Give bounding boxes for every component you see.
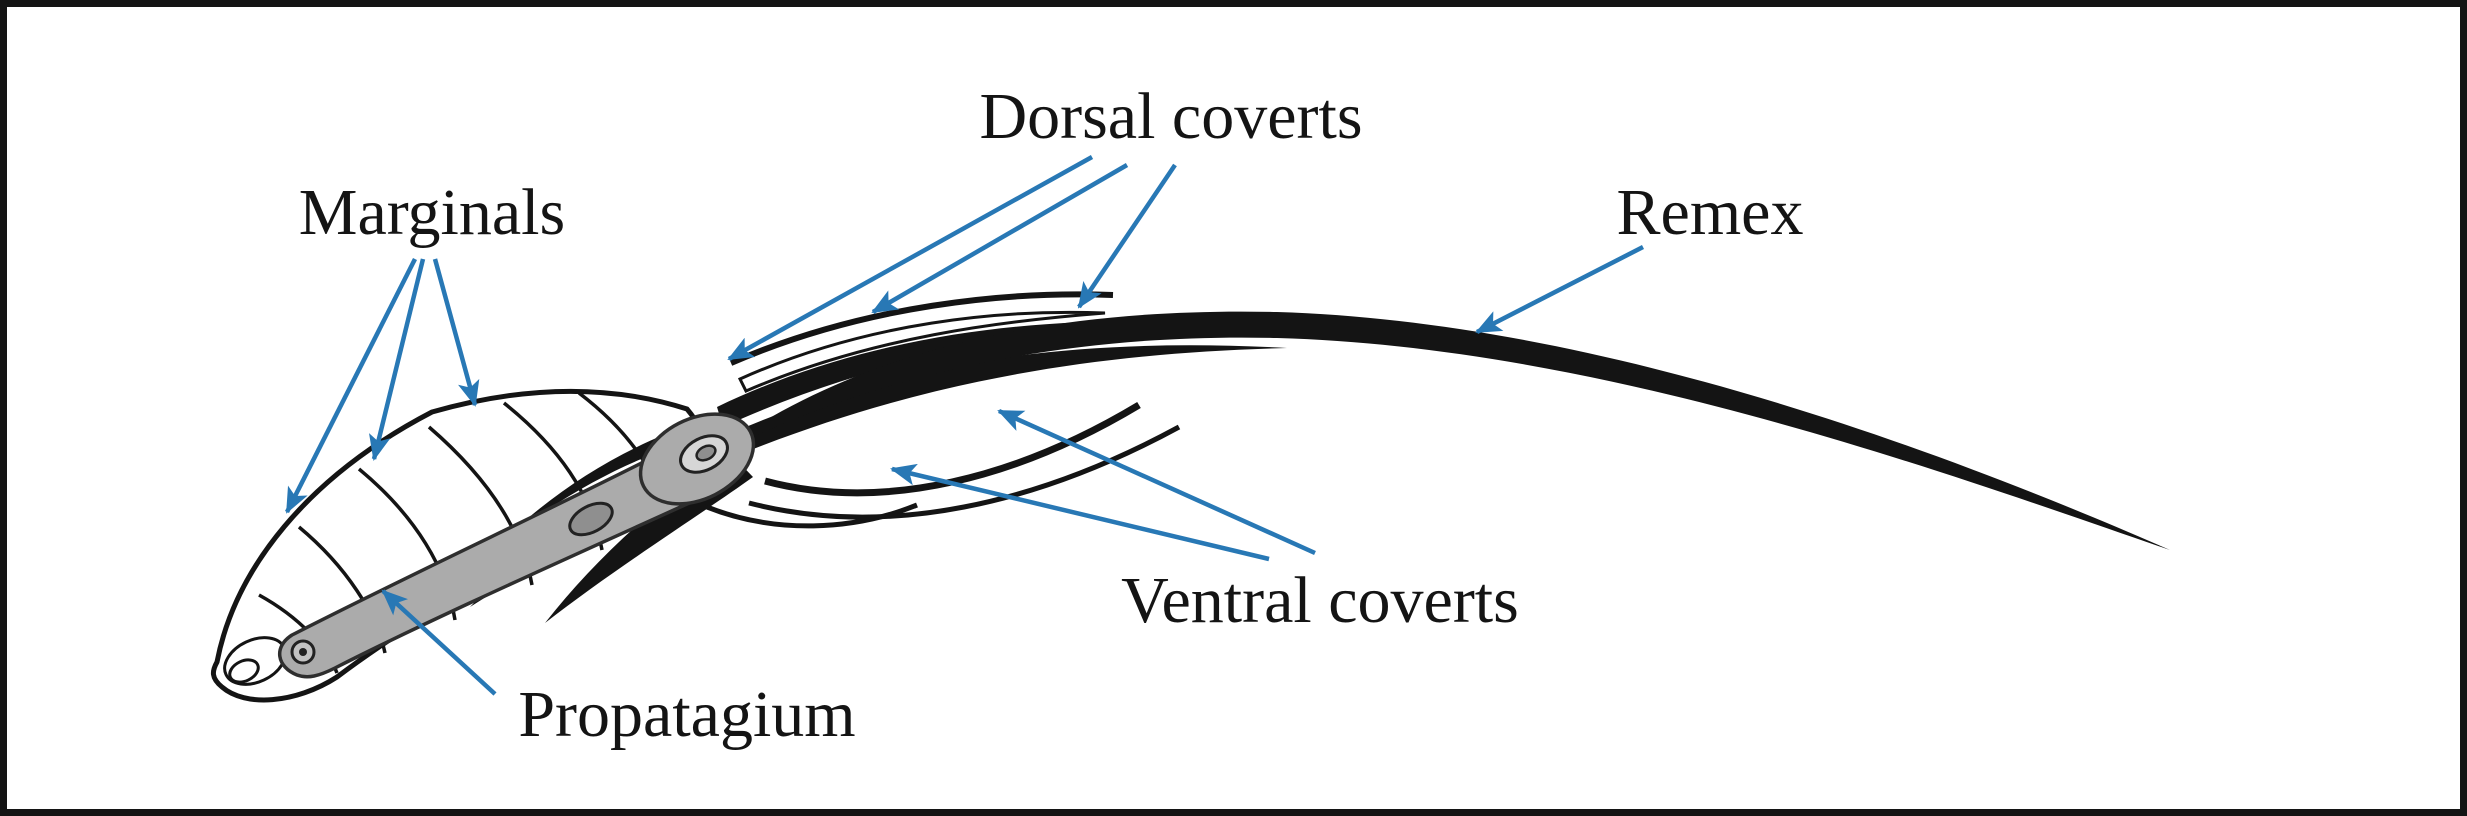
dorsal-covert-white-sliver <box>737 310 1106 393</box>
annotation-arrows <box>284 155 1645 696</box>
propatagium-band <box>277 412 756 679</box>
band-oval-detail <box>568 501 614 537</box>
dorsal-coverts-arrow <box>871 163 1129 314</box>
diagram-canvas <box>210 155 2170 703</box>
marginals-arrow <box>369 258 426 461</box>
remex-arrow-group <box>1475 244 1645 335</box>
dorsal-covert-top-line <box>729 291 1114 366</box>
remex-arrow <box>1475 244 1645 335</box>
ventral-covert-line <box>706 502 918 529</box>
propatagium-arrow-group <box>381 589 497 696</box>
label-marginals: Marginals <box>298 176 566 249</box>
dorsal-coverts-arrow <box>727 155 1094 361</box>
marginals-arrow <box>432 258 480 407</box>
marginals-arrow <box>284 257 418 514</box>
wing-illustration <box>210 291 2170 703</box>
dorsal-coverts-arrows <box>727 155 1177 361</box>
dorsal-covert-band <box>717 321 1207 427</box>
label-ventral-coverts: Ventral coverts <box>1121 564 1519 637</box>
ventral-coverts-arrow <box>997 408 1316 556</box>
ventral-coverts-arrow <box>890 463 1270 562</box>
band-end-dot <box>299 648 307 656</box>
ventral-covert-line <box>748 424 1181 520</box>
label-dorsal-coverts: Dorsal coverts <box>979 80 1363 153</box>
label-remex: Remex <box>1616 176 1804 249</box>
propatagium-arrow <box>381 589 497 696</box>
wing-tip-fold <box>228 658 260 684</box>
ventral-coverts-arrows <box>890 408 1316 562</box>
marginals-arrows <box>284 257 480 514</box>
dorsal-coverts-arrow <box>1077 163 1177 309</box>
wrist-joint-core <box>695 444 717 462</box>
label-propatagium: Propatagium <box>518 678 856 751</box>
